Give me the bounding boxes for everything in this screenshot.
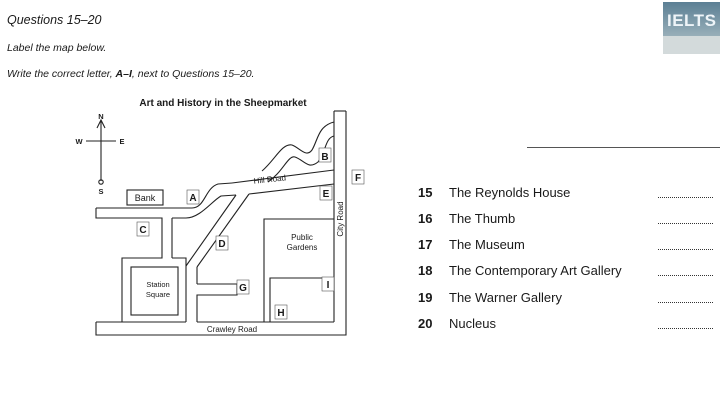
letter-f: F xyxy=(355,173,361,184)
station-square xyxy=(130,266,179,316)
answer-blank[interactable] xyxy=(658,302,713,303)
letter-markers: A B C D E F G H I xyxy=(136,147,365,320)
letter-h: H xyxy=(277,308,284,319)
letter-d: D xyxy=(218,239,225,250)
question-label: The Reynolds House xyxy=(449,185,571,200)
compass-e: E xyxy=(119,137,124,146)
letter-a: A xyxy=(189,193,196,204)
question-number: 15 xyxy=(418,185,433,200)
city-road-label: City Road xyxy=(336,201,345,236)
public-gardens-label-2: Gardens xyxy=(287,243,318,252)
answer-blank[interactable] xyxy=(658,275,713,276)
station-square-label-1: Station xyxy=(146,280,169,289)
answer-line xyxy=(527,147,720,148)
question-row: 18 The Contemporary Art Gallery xyxy=(418,263,718,281)
letter-b: B xyxy=(321,152,328,163)
letter-c: C xyxy=(139,225,146,236)
question-number: 18 xyxy=(418,263,433,278)
instruction-prefix: Write the correct letter, xyxy=(7,68,116,80)
crawley-road-label: Crawley Road xyxy=(207,325,257,334)
letter-g: G xyxy=(239,283,247,294)
instruction-suffix: , next to Questions 15–20. xyxy=(131,68,255,80)
question-row: 19 The Warner Gallery xyxy=(418,290,718,308)
answer-blank[interactable] xyxy=(658,223,713,224)
ielts-logo: IELTS xyxy=(663,2,720,54)
compass-s: S xyxy=(98,187,103,196)
answer-blank[interactable] xyxy=(658,197,713,198)
letter-i: I xyxy=(327,280,330,291)
question-number: 19 xyxy=(418,290,433,305)
question-label: The Museum xyxy=(449,237,525,252)
instruction-letter-range: A–I xyxy=(115,68,132,80)
question-row: 16 The Thumb xyxy=(418,211,718,229)
question-number: 20 xyxy=(418,316,433,331)
question-row: 15 The Reynolds House xyxy=(418,185,718,203)
instruction-write-letter: Write the correct letter, A–I, next to Q… xyxy=(7,68,254,80)
bank-label: Bank xyxy=(135,193,156,203)
ielts-logo-text: IELTS xyxy=(667,11,717,30)
question-label: The Thumb xyxy=(449,211,516,226)
question-number: 16 xyxy=(418,211,433,226)
question-label: Nucleus xyxy=(449,316,496,331)
station-square-label-2: Square xyxy=(146,290,170,299)
compass-n: N xyxy=(98,112,103,121)
question-number: 17 xyxy=(418,237,433,252)
bank-box xyxy=(126,189,164,206)
letter-e: E xyxy=(323,189,330,200)
question-label: The Contemporary Art Gallery xyxy=(449,263,622,278)
question-row: 20 Nucleus xyxy=(418,316,718,334)
logo-slab xyxy=(663,36,720,54)
hill-road-label: Hill Road xyxy=(253,173,286,185)
answer-blank[interactable] xyxy=(658,249,713,250)
compass-w: W xyxy=(75,137,83,146)
map-title: Art and History in the Sheepmarket xyxy=(139,98,307,109)
instruction-label-map: Label the map below. xyxy=(7,42,107,54)
compass-icon xyxy=(86,118,116,185)
question-label: The Warner Gallery xyxy=(449,290,562,305)
answer-blank[interactable] xyxy=(658,328,713,329)
question-row: 17 The Museum xyxy=(418,237,718,255)
questions-heading: Questions 15–20 xyxy=(7,13,102,27)
road-network xyxy=(95,110,347,336)
public-gardens-label-1: Public xyxy=(291,233,313,242)
